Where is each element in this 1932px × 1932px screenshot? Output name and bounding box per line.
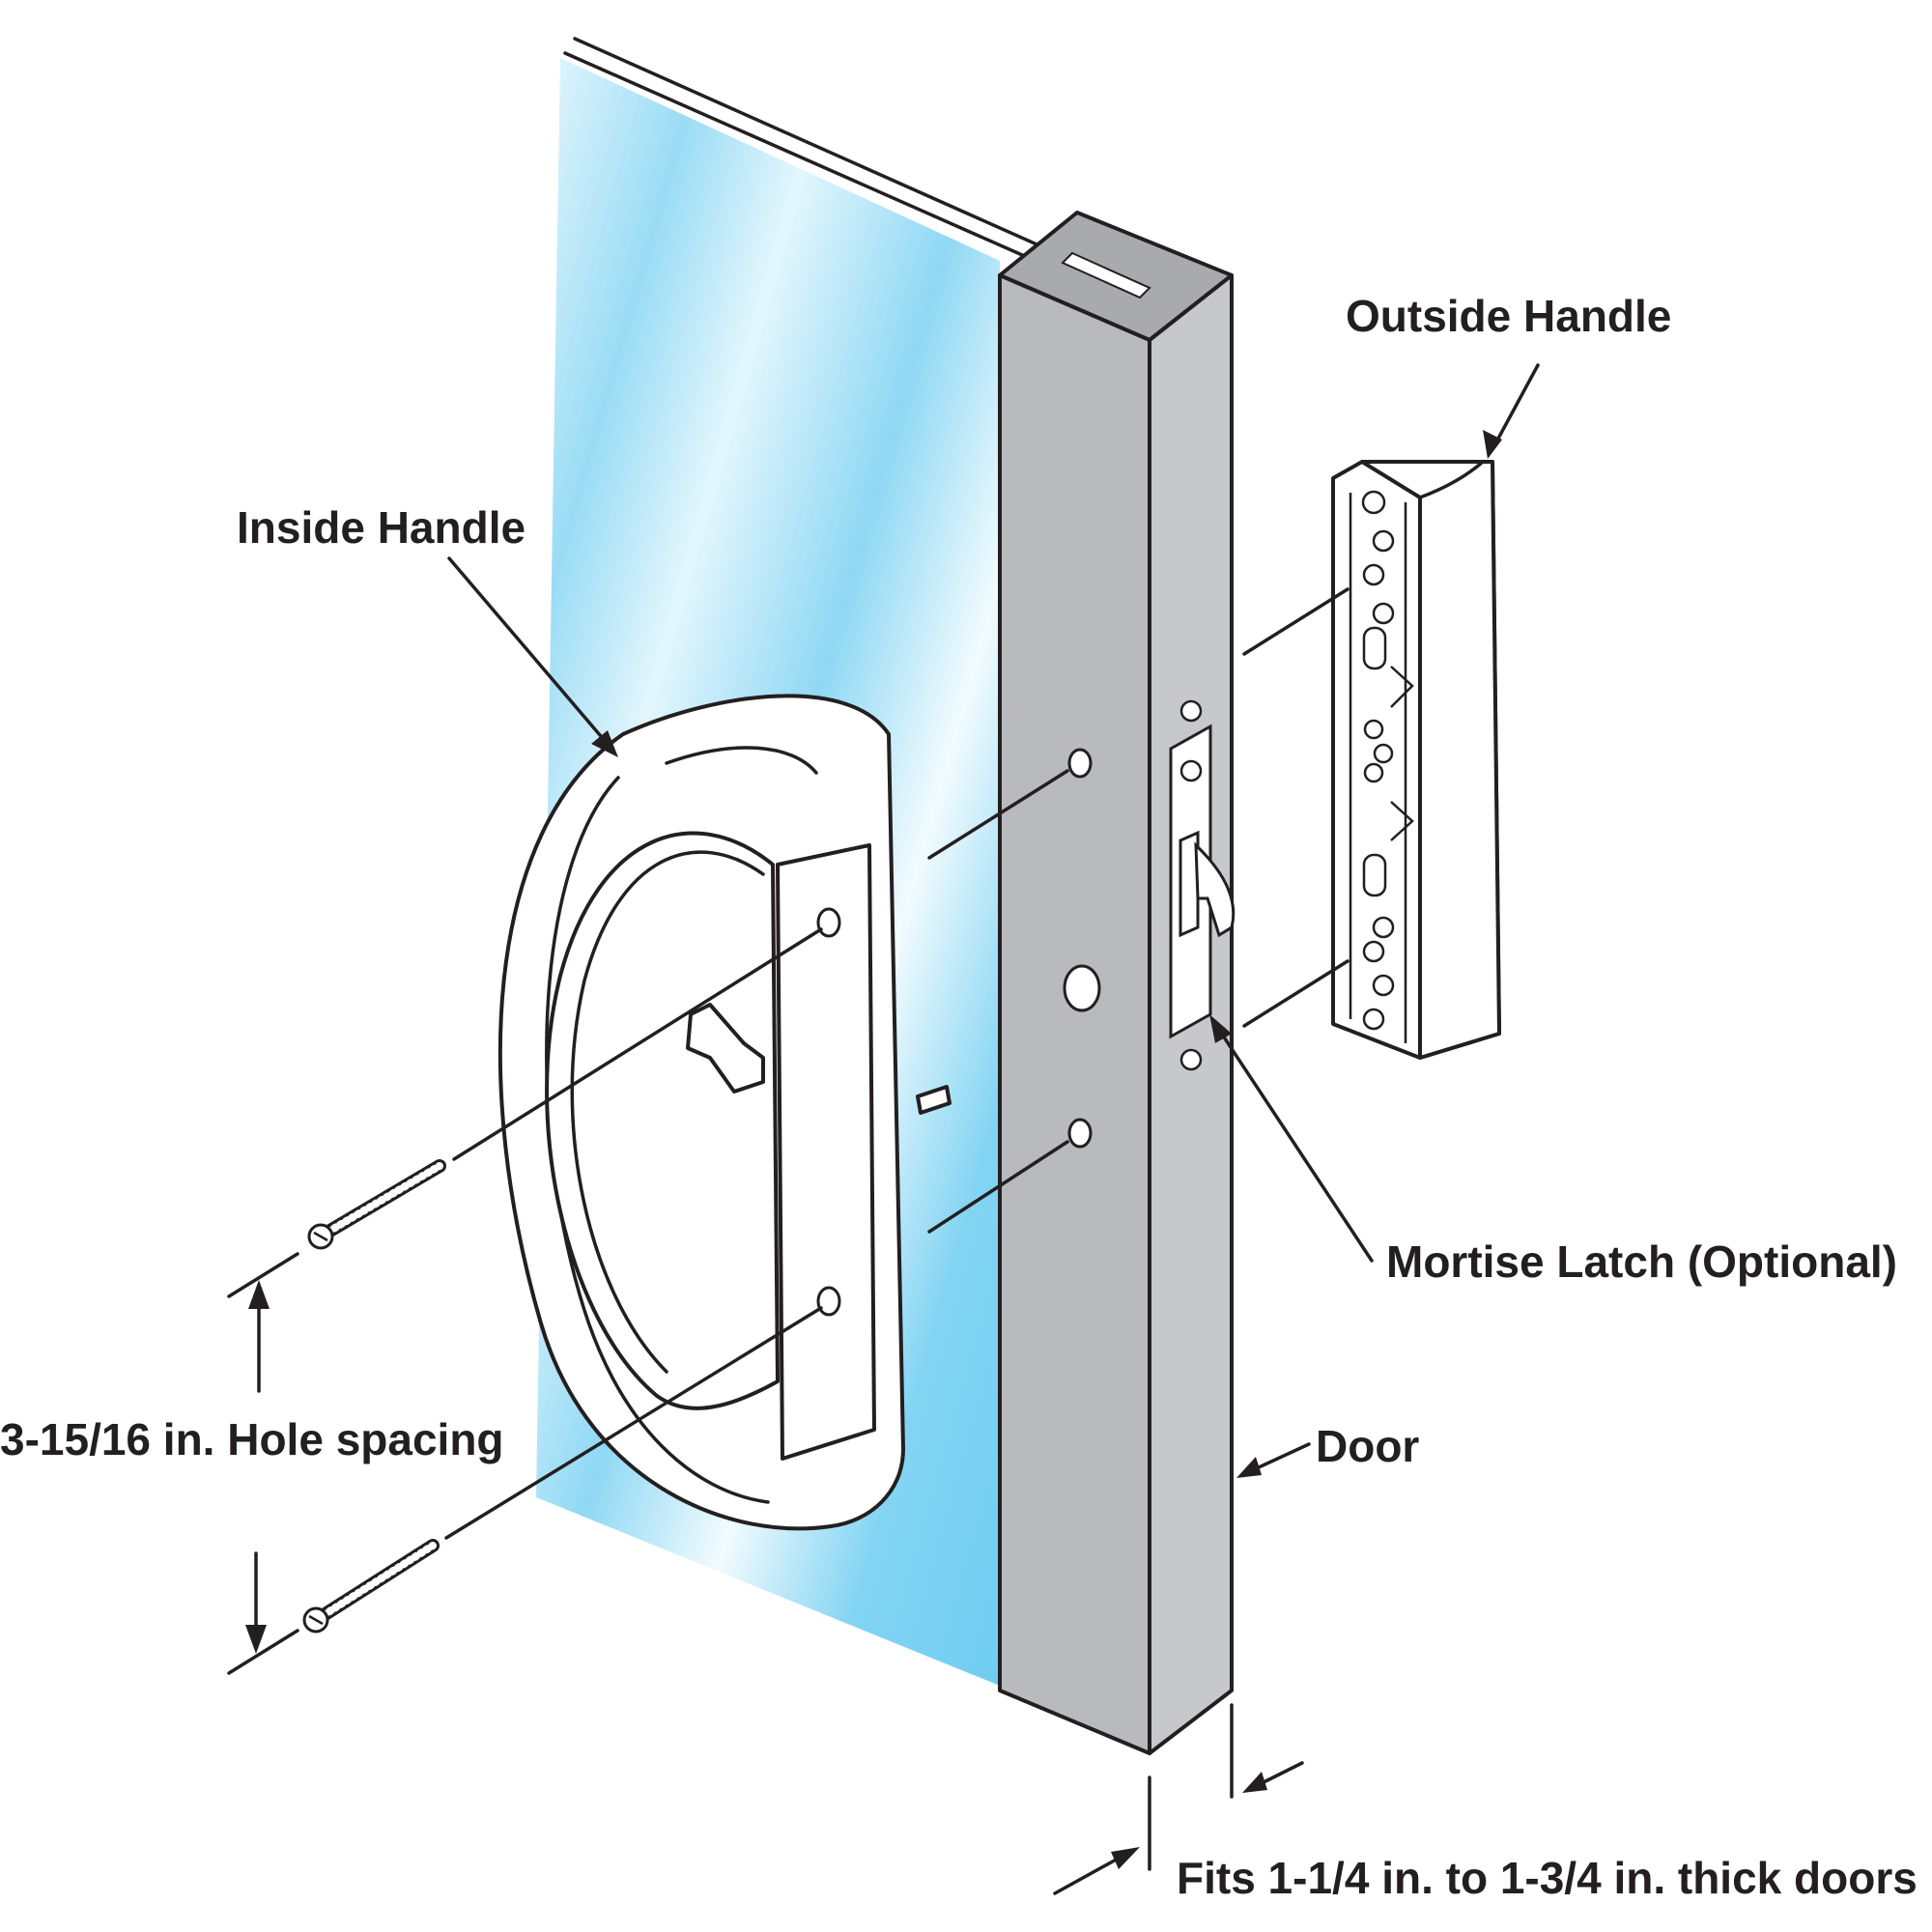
thickness-dimension xyxy=(1053,1703,1304,1895)
hole-spacing-label: 3-15/16 in. Hole spacing xyxy=(0,1414,504,1464)
inside-handle-arrow xyxy=(447,556,618,757)
outside-handle-bosses xyxy=(1361,490,1395,1031)
door-hole-bottom xyxy=(1067,1118,1093,1149)
thickness-label: Fits 1-1/4 in. to 1-3/4 in. thick doors xyxy=(1177,1853,1918,1903)
outside-handle-label: Outside Handle xyxy=(1346,291,1671,341)
door-hole-top xyxy=(1067,748,1093,779)
door-stile xyxy=(998,211,1234,1755)
inside-handle-label: Inside Handle xyxy=(237,502,526,553)
hole-spacing-dimension xyxy=(227,1252,299,1675)
mortise-latch-arrow xyxy=(1209,1014,1374,1263)
door-label: Door xyxy=(1316,1421,1419,1471)
outside-handle xyxy=(1331,460,1501,1060)
assembly-lines xyxy=(444,587,1350,1540)
door-arrow xyxy=(1236,1442,1311,1478)
screw-bottom xyxy=(302,1539,440,1634)
mortise-latch xyxy=(1169,699,1236,1071)
door-hole-middle xyxy=(1063,964,1101,1012)
outside-handle-arrow xyxy=(1483,363,1540,459)
mortise-latch-label: Mortise Latch (Optional) xyxy=(1386,1236,1897,1287)
screw-top xyxy=(307,1159,446,1250)
